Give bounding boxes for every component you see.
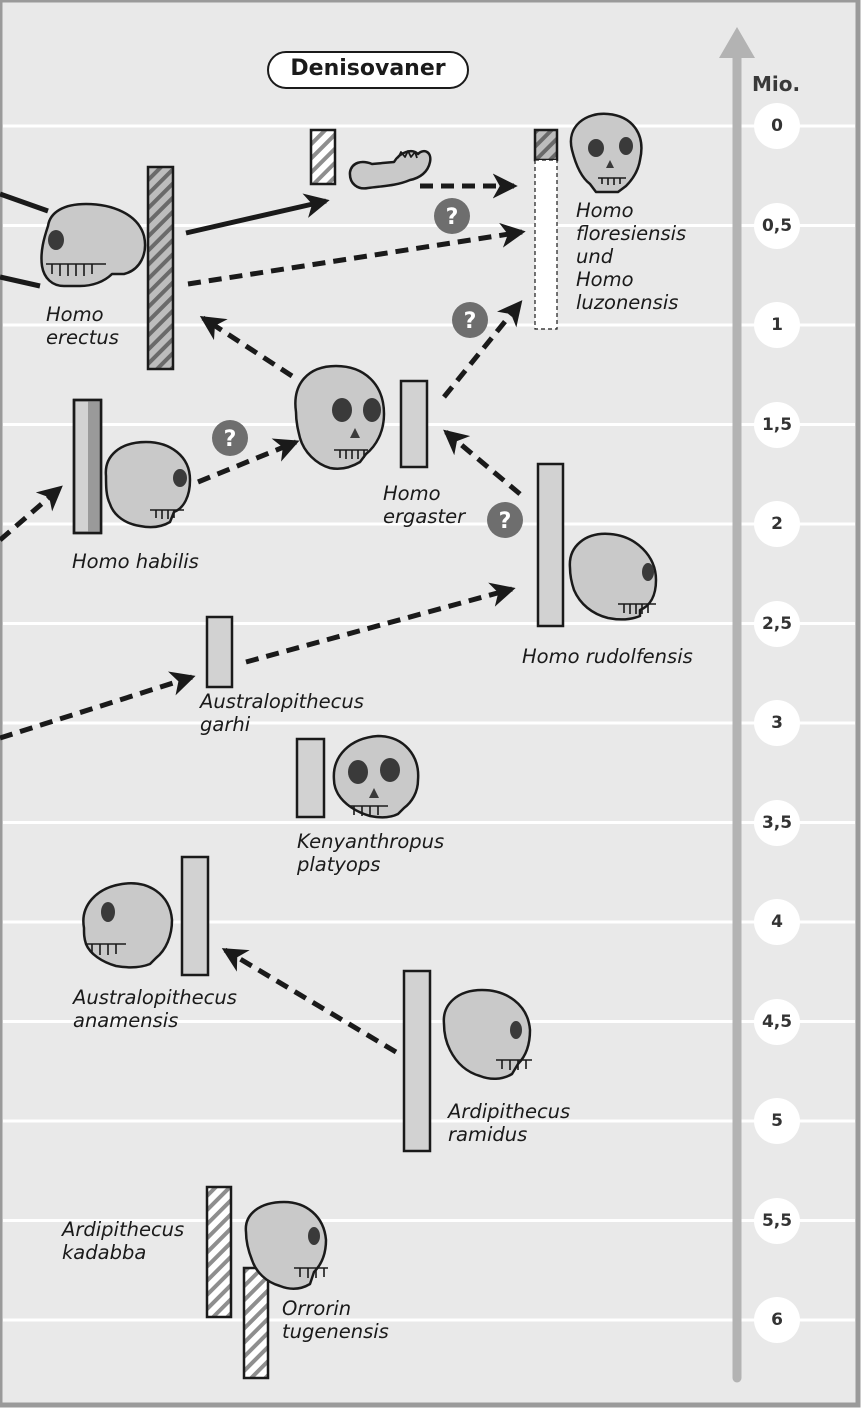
denisovan-jaw-fossil — [348, 150, 432, 190]
bar-ardipithecus-kadabba — [205, 1185, 233, 1319]
label-orrorin-tugenensis: Orrorin tugenensis — [282, 1297, 389, 1343]
axis-tick-label: 0 — [754, 103, 800, 149]
bar-homo-erectus — [146, 165, 175, 371]
question-badge: ? — [212, 420, 248, 456]
ardipithecus-kadabba-skull — [244, 1200, 328, 1290]
arrow-rudolfensis-to-ergaster — [443, 429, 522, 496]
arrow-erectus-in-lower — [0, 274, 41, 289]
question-badge-text: ? — [446, 205, 459, 230]
question-badge-text: ? — [224, 427, 237, 452]
label-kenyanthropus-platyops: Kenyanthropus platyops — [297, 830, 445, 876]
label-homo-rudolfensis: Homo rudolfensis — [522, 645, 693, 668]
axis-tick-label: 4 — [754, 899, 800, 945]
arrow-ramidus-to-anamensis — [221, 947, 398, 1055]
bar-orrorin — [242, 1266, 270, 1380]
label-ardipithecus-ramidus: Ardipithecus ramidus — [448, 1100, 571, 1146]
bar-homo-habilis-dark — [88, 400, 101, 533]
bar-kenyanthropus — [295, 737, 326, 819]
floresiensis-skull — [569, 112, 643, 194]
label-australopithecus-anamensis: Australopithecus anamensis — [73, 986, 237, 1032]
label-ardipithecus-kadabba: Ardipithecus kadabba — [62, 1218, 185, 1264]
question-badges: ???? — [212, 198, 523, 538]
label-homo-ergaster: Homo ergaster — [383, 482, 466, 528]
time-axis-arrowhead — [719, 27, 755, 58]
homo-habilis-skull — [104, 440, 192, 529]
axis-tick-label: 1 — [754, 302, 800, 348]
axis-tick-label: 2,5 — [754, 600, 800, 647]
arrow-erectus-to-floresiensis — [187, 222, 526, 287]
question-badge-circle — [452, 302, 488, 338]
label-australopithecus-garhi: Australopithecus garhi — [200, 690, 364, 736]
question-badge: ? — [487, 502, 523, 538]
label-homo-habilis: Homo habilis — [72, 550, 199, 573]
bar-australopithecus-garhi — [205, 615, 234, 689]
question-badge-text: ? — [499, 509, 512, 534]
bar-homo-habilis-outline — [72, 398, 103, 535]
lineage-arrows — [0, 173, 526, 1055]
homo-erectus-skull — [40, 202, 147, 288]
ardipithecus-ramidus-skull — [442, 988, 532, 1080]
axis-label: Mio. — [752, 72, 801, 96]
bar-australopithecus-anamensis — [180, 855, 210, 977]
bar-floresiensis-known — [533, 128, 559, 162]
range-bars — [72, 128, 565, 1380]
axis-tick-label: 0,5 — [754, 202, 800, 249]
axis-tick-label: 6 — [754, 1297, 800, 1343]
question-badge: ? — [434, 198, 470, 234]
kenyanthropus-skull — [332, 734, 420, 819]
arrow-in-to-habilis — [0, 485, 63, 542]
question-badge-circle — [212, 420, 248, 456]
denisovan-title: Denisovaner — [267, 51, 469, 89]
axis-tick-label: 3 — [754, 700, 800, 746]
axis-tick-label: 3,5 — [754, 799, 800, 846]
bar-homo-rudolfensis — [536, 462, 565, 628]
axis-tick-label: 4,5 — [754, 998, 800, 1045]
arrow-garhi-to-rudolfensis — [245, 582, 516, 665]
bar-denisovan — [309, 128, 337, 186]
axis-tick-label: 5 — [754, 1098, 800, 1144]
question-badge: ? — [452, 302, 488, 338]
arrow-ergaster-to-erectus — [199, 315, 294, 379]
bar-ardipithecus-ramidus — [402, 969, 432, 1153]
homo-rudolfensis-skull — [568, 532, 658, 621]
axis-tick-label: 1,5 — [754, 401, 800, 448]
question-badge-text: ? — [464, 309, 477, 334]
skulls — [40, 112, 658, 1290]
homo-ergaster-skull — [294, 364, 386, 470]
label-homo-floresiensis: Homo floresiensis und Homo luzonensis — [576, 199, 687, 314]
bar-floresiensis-uncertain — [534, 159, 558, 330]
label-homo-erectus: Homo erectus — [46, 303, 119, 349]
question-badge-circle — [434, 198, 470, 234]
arrow-erectus-in-upper — [0, 191, 49, 214]
arrow-habilis-to-ergaster — [197, 438, 300, 485]
axis-tick-label: 2 — [754, 501, 800, 547]
australopithecus-anamensis-skull — [82, 882, 174, 969]
arrow-in-to-garhi — [0, 671, 196, 741]
arrow-erectus-to-denisovan — [185, 193, 330, 236]
question-badge-circle — [487, 502, 523, 538]
axis-tick-label: 5,5 — [754, 1197, 800, 1244]
bar-homo-ergaster — [399, 379, 429, 469]
